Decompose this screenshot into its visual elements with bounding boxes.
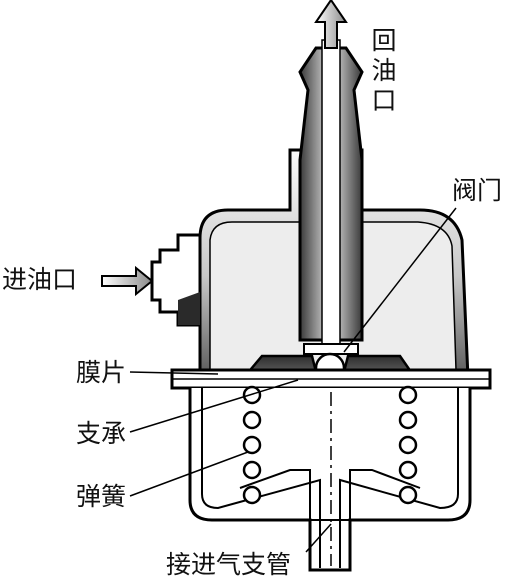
tube-bore xyxy=(321,39,341,351)
leader-lines xyxy=(129,207,457,553)
inlet-port-label: 进油口 xyxy=(2,265,78,294)
valve-label: 阀门 xyxy=(452,176,503,205)
return-arrow xyxy=(314,0,348,49)
return-port-label: 回油口 xyxy=(371,26,397,115)
inlet-arrow xyxy=(101,265,154,297)
support-label: 支承 xyxy=(76,419,127,448)
intake-pipe-label: 接进气支管 xyxy=(166,550,292,579)
lower-cone xyxy=(239,469,421,521)
lower-housing xyxy=(188,388,472,572)
diaphragm-label: 膜片 xyxy=(76,358,127,387)
inlet-dark xyxy=(178,292,200,325)
spring-label: 弹簧 xyxy=(76,482,127,511)
lower-inner xyxy=(201,388,459,568)
spring-right xyxy=(398,385,418,505)
